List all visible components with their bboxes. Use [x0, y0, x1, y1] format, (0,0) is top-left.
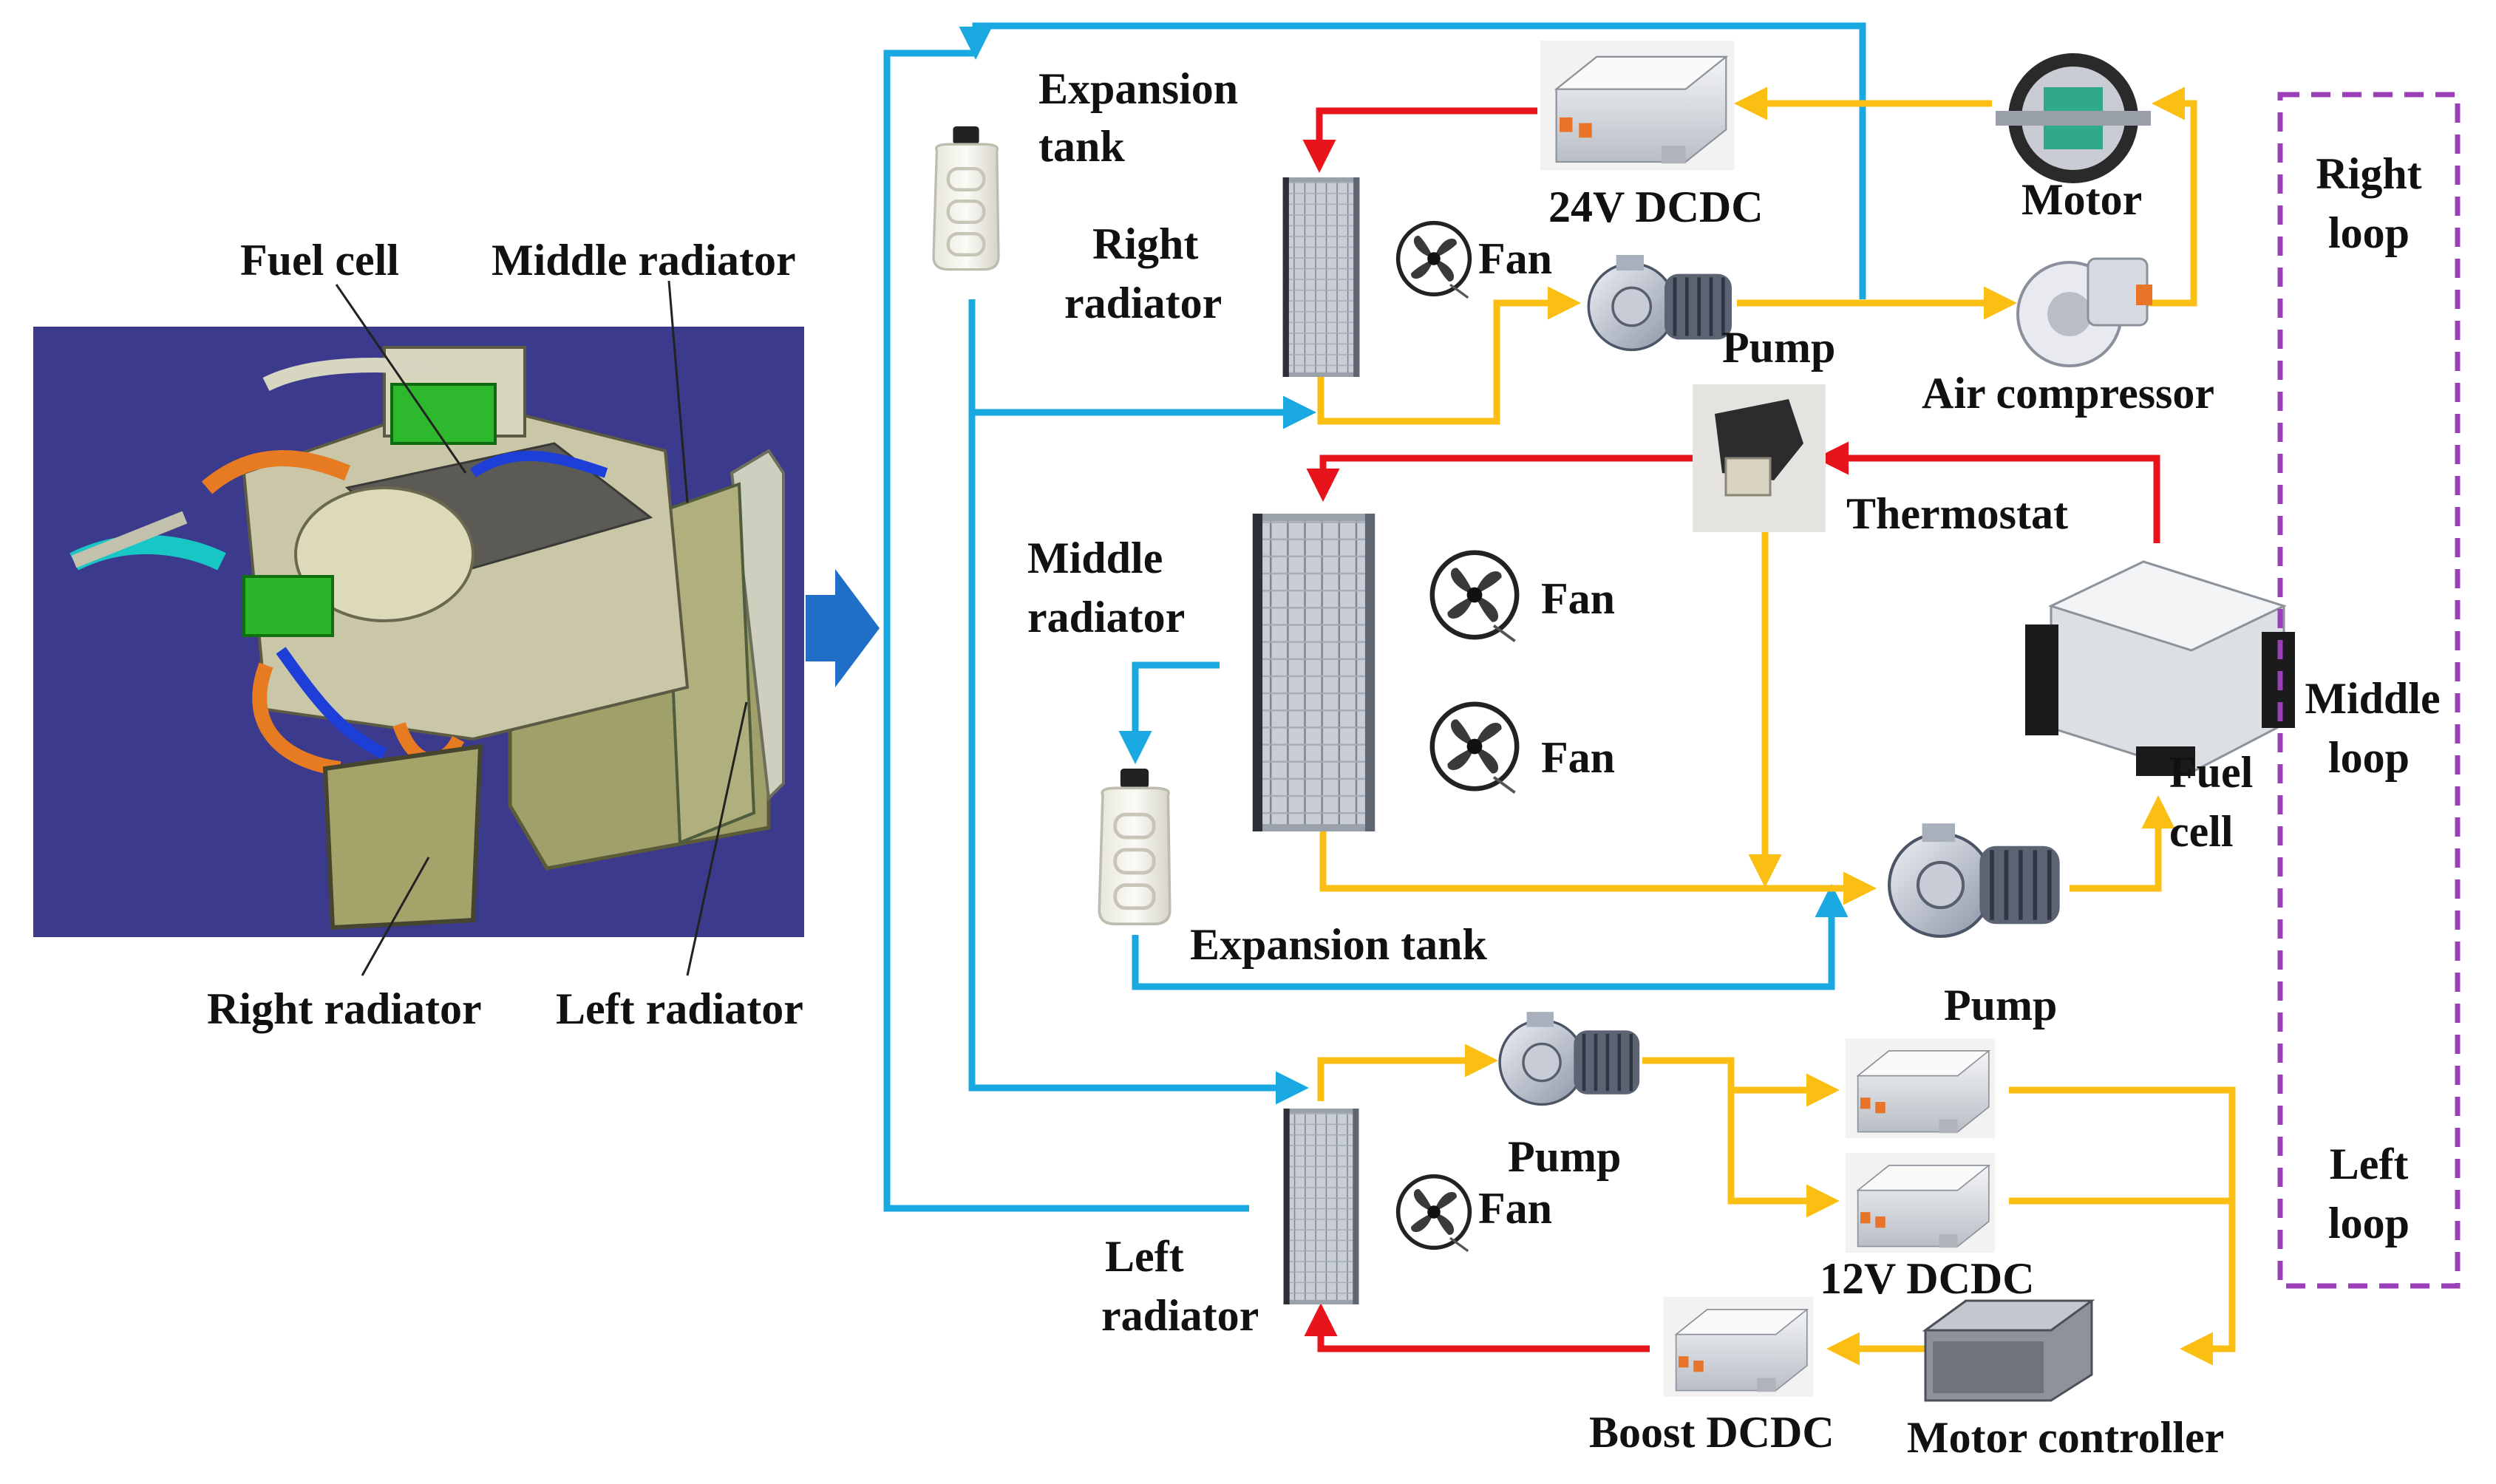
middle-radiator-icon [1252, 514, 1375, 831]
label-expansion-tank-top-2: tank [1038, 122, 1125, 171]
legend-left-loop-1: Left [2330, 1140, 2409, 1188]
fan-left-icon [1398, 1177, 1470, 1251]
expansion-tank-top-icon [934, 126, 999, 270]
fan-mid-1-icon [1432, 553, 1517, 641]
label-fan-right: Fan [1478, 234, 1552, 283]
coolant-lines [883, 22, 2236, 1366]
legend-right-loop-2: loop [2328, 208, 2410, 257]
pump-right-icon [1588, 255, 1732, 350]
yellow-line-mid-pump-to-fuel-cell [2070, 795, 2175, 892]
yellow-line-pump-split-lower [1727, 1090, 1840, 1218]
label-boost-dcdc: Boost DCDC [1589, 1408, 1834, 1457]
label-motor-controller: Motor controller [1907, 1413, 2224, 1462]
pump-left-icon [1500, 1012, 1639, 1104]
dcdc-24v-icon [1539, 41, 1735, 170]
label-pump-left: Pump [1508, 1132, 1621, 1181]
thermostat-icon [1693, 384, 1826, 532]
left-panel-labels: Fuel cell Middle radiator Right radiator… [207, 236, 803, 1033]
blue-line-mid-tank [1118, 661, 1220, 764]
pump-mid-icon [1889, 823, 2060, 936]
motor-icon [1996, 53, 2151, 183]
blue-line-left-spine [883, 50, 1249, 1212]
label-pump-right: Pump [1722, 323, 1835, 372]
label-right-radiator-1: Right [1092, 219, 1198, 268]
yellow-line-middle-radiator-out [1319, 831, 1877, 905]
label-fuel-cell-1: Fuel [2169, 748, 2253, 797]
red-line-boost-to-left-radiator [1304, 1303, 1650, 1352]
yellow-line-12v-merge [2009, 1086, 2236, 1366]
motor-controller-icon [1922, 1299, 2095, 1402]
label-fan-mid-1: Fan [1541, 574, 1615, 623]
left-panel-leaders [335, 280, 748, 976]
legend-left-loop-2: loop [2328, 1199, 2410, 1248]
blue-line-mid-return [1132, 884, 1849, 990]
label-middle-radiator-1: Middle [1027, 534, 1163, 582]
fan-mid-2-icon [1432, 704, 1517, 793]
vehicle-cad-render [33, 327, 804, 937]
loop-legend-box [2277, 92, 2461, 1289]
blue-line-return-top [959, 22, 1866, 299]
label-expansion-tank-mid: Expansion tank [1190, 920, 1487, 969]
dcdc-12v-upper-icon [1844, 1038, 1996, 1138]
label-expansion-tank-top-1: Expansion [1038, 64, 1238, 113]
label-air-compressor: Air compressor [1922, 369, 2214, 418]
expansion-tank-mid-icon [1099, 769, 1170, 924]
label-fuel-cell: Fuel cell [240, 236, 399, 285]
red-line-fuel-cell-to-thermostat [1815, 441, 2160, 543]
label-left-radiator-2: radiator [1101, 1291, 1259, 1340]
legend-middle-loop-1: Middle [2305, 674, 2440, 723]
label-left-radiator: Left radiator [556, 984, 803, 1033]
transition-arrow-icon [806, 569, 880, 687]
label-right-radiator-2: radiator [1064, 279, 1222, 327]
loop-legend: Right loop Middle loop Left loop [2305, 149, 2440, 1248]
label-middle-radiator: Middle radiator [492, 236, 796, 285]
label-dcdc-24v: 24V DCDC [1548, 183, 1764, 231]
right-radiator-icon [1282, 177, 1360, 377]
label-dcdc-12v: 12V DCDC [1820, 1254, 2035, 1303]
label-fan-mid-2: Fan [1541, 733, 1615, 782]
fan-right-icon [1398, 223, 1470, 298]
label-motor: Motor [2021, 175, 2142, 224]
left-radiator-icon [1283, 1109, 1359, 1304]
red-line-24v-to-right-radiator [1302, 107, 1537, 173]
label-pump-mid: Pump [1944, 981, 2057, 1029]
legend-right-loop-1: Right [2316, 149, 2421, 198]
label-fuel-cell-2: cell [2169, 807, 2234, 856]
red-line-thermostat-to-middle-radiator [1306, 455, 1696, 502]
label-right-radiator: Right radiator [207, 984, 482, 1033]
yellow-line-right-radiator-out [1317, 286, 1581, 425]
label-fan-left: Fan [1478, 1184, 1552, 1233]
yellow-line-air-compressor-to-motor [2147, 86, 2197, 307]
label-thermostat: Thermostat [1846, 489, 2068, 538]
blue-line-tank-spine [968, 299, 1309, 1105]
legend-middle-loop-2: loop [2328, 733, 2410, 782]
yellow-line-pump-split [1642, 1057, 1840, 1107]
dcdc-12v-lower-icon [1844, 1153, 1996, 1253]
fuel-cell-icon [2025, 560, 2295, 776]
boost-dcdc-icon [1662, 1297, 1815, 1397]
air-compressor-icon [2016, 257, 2152, 367]
yellow-line-left-radiator-to-pump [1317, 1044, 1498, 1101]
label-left-radiator-1: Left [1105, 1232, 1184, 1281]
label-middle-radiator-2: radiator [1027, 593, 1185, 641]
